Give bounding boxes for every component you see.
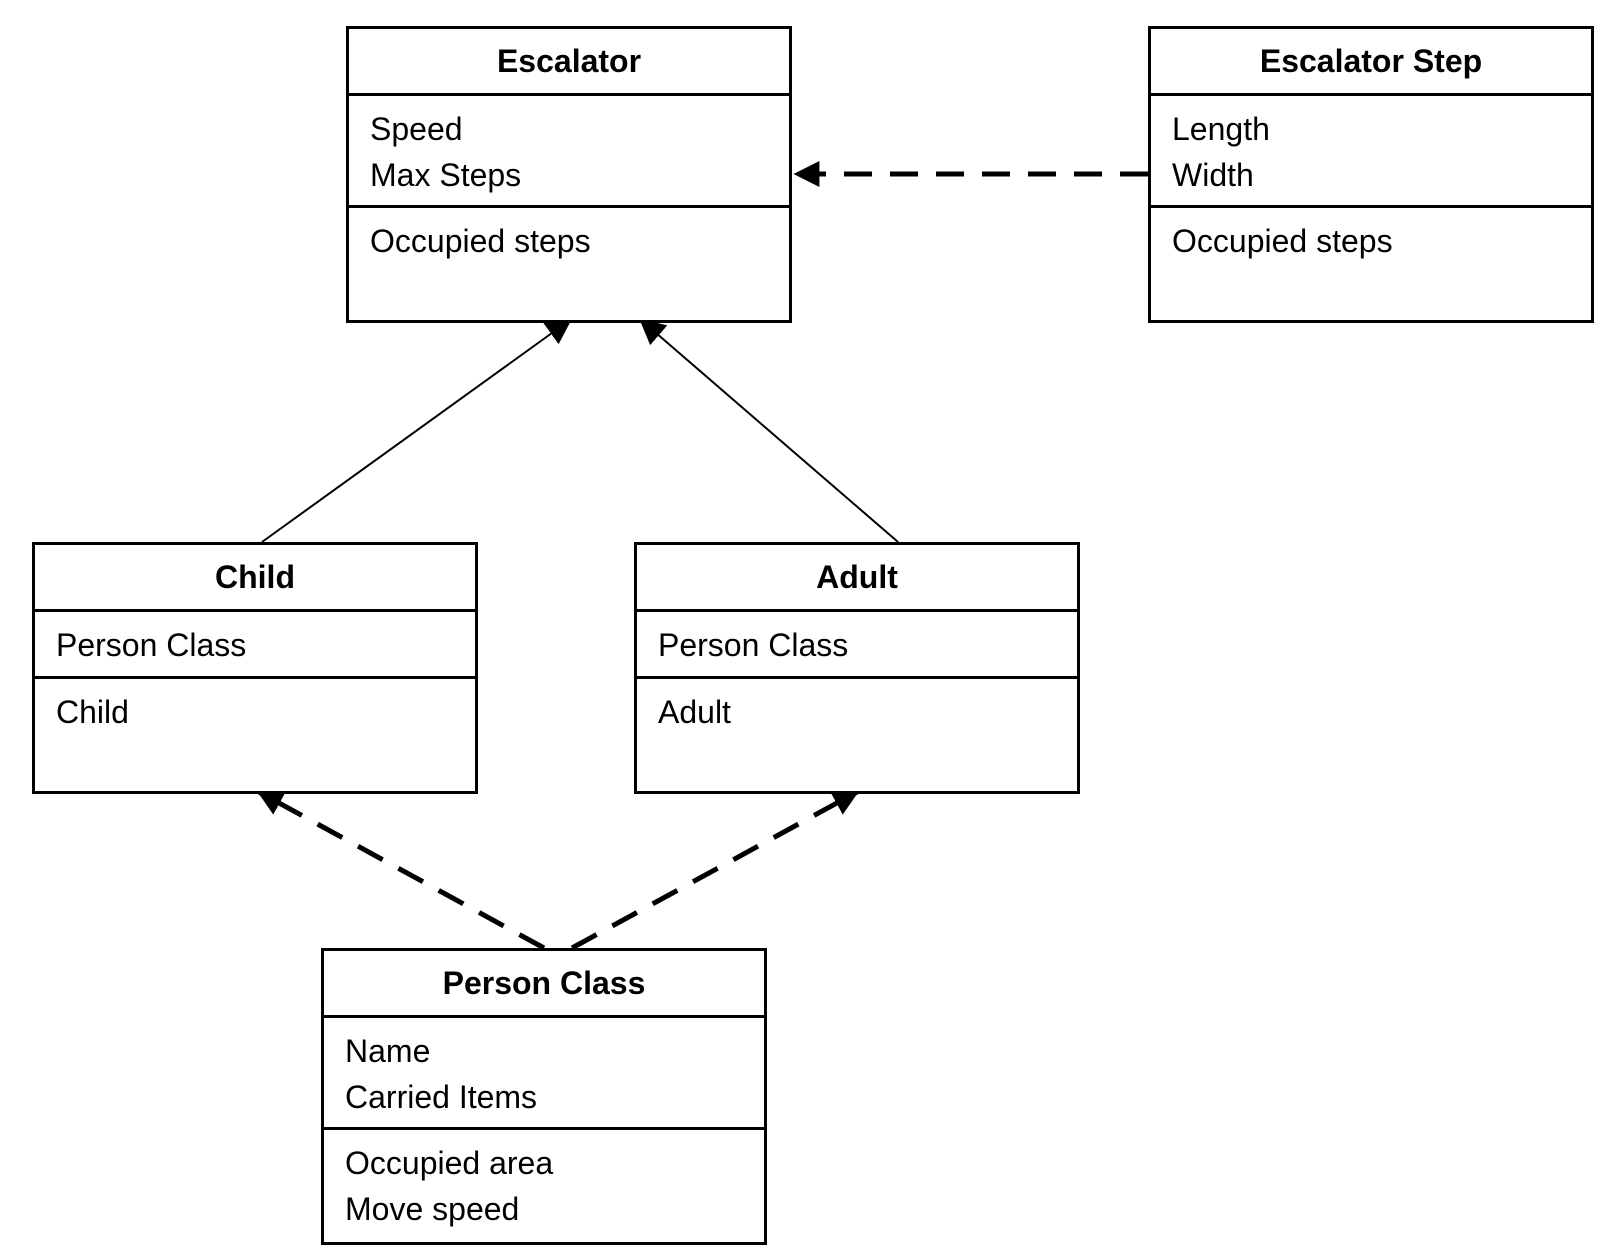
attributes-compartment: Name Carried Items	[324, 1018, 764, 1130]
attribute: Carried Items	[345, 1079, 538, 1115]
operation: Move speed	[345, 1191, 520, 1227]
association-arrow-child-to-escalator	[261, 318, 573, 543]
attribute: Length	[1172, 111, 1270, 147]
dependency-arrow-person-to-adult	[570, 789, 860, 951]
operation: Adult	[658, 694, 731, 730]
operations-compartment: Occupied area Move speed	[324, 1130, 764, 1242]
class-name: Escalator	[349, 29, 789, 96]
class-name: Child	[35, 545, 475, 612]
operations-compartment: Child	[35, 679, 475, 791]
class-box-person-class: Person Class Name Carried Items Occupied…	[321, 948, 767, 1245]
attribute: Person Class	[658, 627, 849, 663]
operations-compartment: Adult	[637, 679, 1077, 791]
class-box-escalator-step: Escalator Step Length Width Occupied ste…	[1148, 26, 1594, 323]
class-box-adult: Adult Person Class Adult	[634, 542, 1080, 794]
operation: Occupied steps	[1172, 223, 1393, 259]
class-name: Escalator Step	[1151, 29, 1591, 96]
association-arrow-adult-to-escalator	[639, 318, 899, 543]
attributes-compartment: Speed Max Steps	[349, 96, 789, 208]
dependency-arrow-person-to-child	[256, 789, 546, 951]
attribute: Max Steps	[370, 157, 522, 193]
class-box-child: Child Person Class Child	[32, 542, 478, 794]
class-box-escalator: Escalator Speed Max Steps Occupied steps	[346, 26, 792, 323]
operations-compartment: Occupied steps	[349, 208, 789, 320]
class-name: Person Class	[324, 951, 764, 1018]
attribute: Width	[1172, 157, 1254, 193]
attributes-compartment: Length Width	[1151, 96, 1591, 208]
attribute: Name	[345, 1033, 431, 1069]
operations-compartment: Occupied steps	[1151, 208, 1591, 320]
attribute: Person Class	[56, 627, 247, 663]
operation: Child	[56, 694, 129, 730]
attributes-compartment: Person Class	[637, 612, 1077, 679]
attribute: Speed	[370, 111, 463, 147]
operation: Occupied area	[345, 1145, 554, 1181]
attributes-compartment: Person Class	[35, 612, 475, 679]
operation: Occupied steps	[370, 223, 591, 259]
class-name: Adult	[637, 545, 1077, 612]
